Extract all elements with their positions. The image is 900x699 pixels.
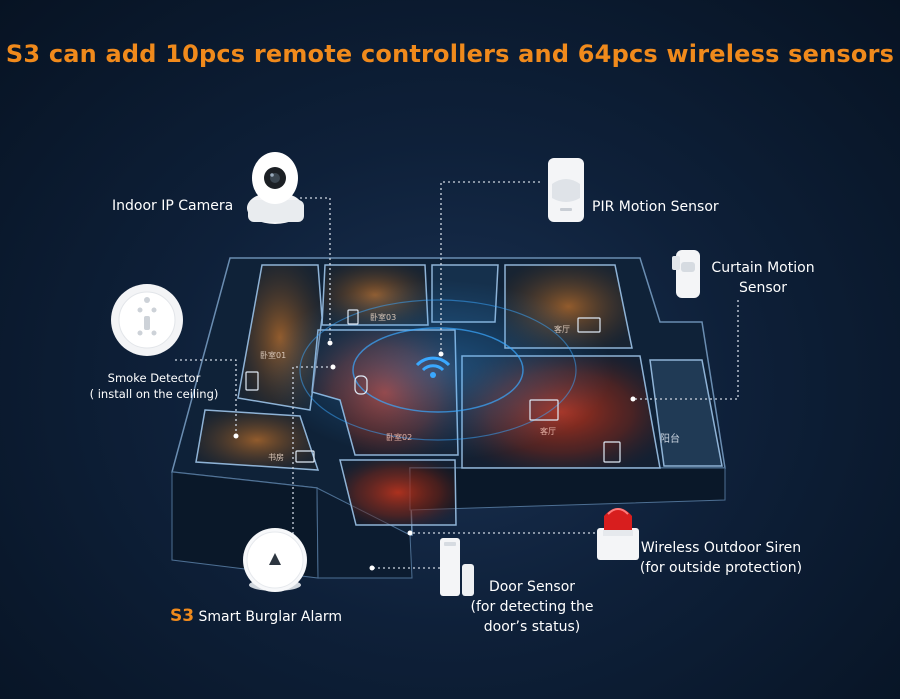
curtain-label-line2: Sensor xyxy=(739,280,787,296)
room-label-balcony: 阳台 xyxy=(660,434,680,445)
pir-sensor-icon xyxy=(548,158,584,222)
wifi-icon xyxy=(415,356,451,378)
label-wireless-outdoor-siren: Wireless Outdoor Siren (for outside prot… xyxy=(636,538,806,578)
door-label-line2: (for detecting the xyxy=(470,599,594,615)
door-sensor-icon xyxy=(440,538,474,596)
room-label-study: 书房 xyxy=(268,453,284,462)
leader-dots xyxy=(233,340,636,571)
smoke-label-line1: Smoke Detector xyxy=(107,371,201,385)
label-curtain-motion-sensor: Curtain Motion Sensor xyxy=(706,258,820,298)
tv-marker-icon xyxy=(529,399,559,421)
curtain-sensor-icon xyxy=(672,250,700,298)
label-smoke-detector: Smoke Detector ( install on the ceiling) xyxy=(84,370,224,402)
door-label-line3: door’s status) xyxy=(483,619,581,635)
phone-marker-icon xyxy=(245,371,259,391)
wifi-coverage xyxy=(263,280,613,460)
label-pir-motion-sensor: PIR Motion Sensor xyxy=(592,199,719,215)
siren-label-line2: (for outside protection) xyxy=(639,560,803,576)
hub-label: Smart Burglar Alarm xyxy=(198,609,343,625)
room-balcony xyxy=(649,359,723,467)
label-smart-burglar-alarm: S3 Smart Burglar Alarm xyxy=(170,606,342,627)
headline: S3 can add 10pcs remote controllers and … xyxy=(5,40,895,68)
label-indoor-ip-camera: Indoor IP Camera xyxy=(112,198,234,214)
room-label-bedroom-03: 卧室03 xyxy=(370,313,397,322)
room-label-bedroom-01: 卧室01 xyxy=(260,351,287,360)
room-label-living: 客厅 xyxy=(540,427,556,436)
camera-marker-icon xyxy=(354,375,368,395)
brand-s3: S3 xyxy=(170,606,195,626)
room-study-2 xyxy=(195,409,320,471)
leader-lines xyxy=(175,181,739,569)
door-label-line1: Door Sensor xyxy=(488,579,576,595)
ip-camera-icon xyxy=(247,152,304,224)
room-corridor xyxy=(339,459,457,526)
floor-device-markers xyxy=(245,309,621,463)
curtain-label-line1: Curtain Motion xyxy=(711,260,815,276)
room-label-living-2: 客厅 xyxy=(554,325,570,334)
laptop-marker-icon xyxy=(577,317,601,333)
room-label-bedroom-02: 卧室02 xyxy=(386,433,413,442)
alarm-hub-icon xyxy=(243,528,307,592)
smoke-label-line2: ( install on the ceiling) xyxy=(89,387,219,401)
siren-icon xyxy=(597,508,639,560)
smoke-detector-icon xyxy=(111,284,183,356)
siren-label-line1: Wireless Outdoor Siren xyxy=(640,540,802,556)
label-door-sensor: Door Sensor (for detecting the door’s st… xyxy=(464,577,600,637)
